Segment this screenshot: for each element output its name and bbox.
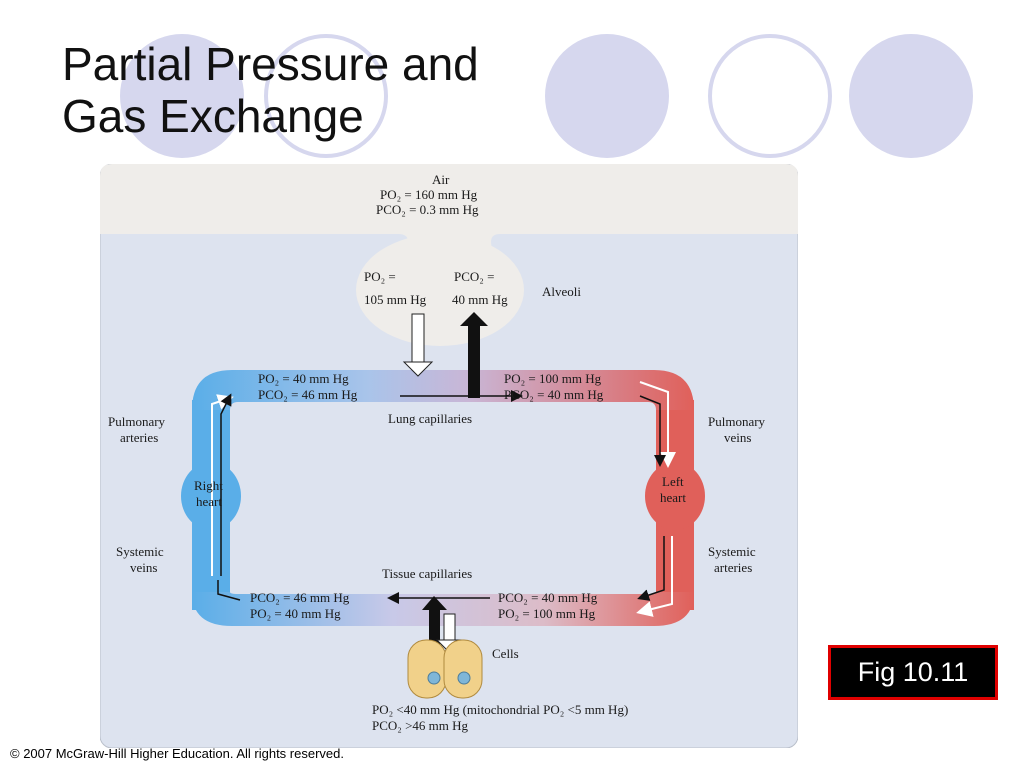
decorative-circle-3 [849, 34, 973, 158]
lung-capillaries-band [192, 370, 694, 410]
right-heart-line1: Right [194, 478, 223, 493]
alveoli-sac [356, 234, 524, 346]
tissue-right-po2: PO₂ = 100 mm Hg [498, 606, 596, 621]
copyright-notice: © 2007 McGraw-Hill Higher Education. All… [10, 746, 344, 761]
tissue-left-pco2: PCO₂ = 46 mm Hg [250, 590, 350, 605]
systemic-veins-line2: veins [130, 560, 157, 575]
cells-illustration [407, 639, 483, 699]
right-heart-line2: heart [196, 494, 222, 509]
left-heart [645, 462, 705, 530]
decorative-ring-2 [708, 34, 832, 158]
alveoli-label: Alveoli [542, 284, 581, 299]
decorative-circle-1 [120, 34, 244, 158]
pulmonary-arteries-line1: Pulmonary [108, 414, 166, 429]
lung-capillaries-label: Lung capillaries [388, 411, 472, 426]
air-region [100, 164, 798, 264]
pulmonary-arteries-line2: arteries [120, 430, 158, 445]
pulmonary-veins-line1: Pulmonary [708, 414, 766, 429]
tissue-co2-arrow [422, 596, 447, 652]
pulmonary-veins-line2: veins [724, 430, 751, 445]
left-heart-line1: Left [662, 474, 684, 489]
air-po2: PO₂ = 160 mm Hg [380, 187, 478, 202]
decorative-circle-2 [545, 34, 669, 158]
lung-left-pco2: PCO₂ = 46 mm Hg [258, 387, 358, 402]
tissue-capillaries-label: Tissue capillaries [382, 566, 472, 581]
lung-right-pco2: PCO₂ = 40 mm Hg [504, 387, 604, 402]
cells-pco2: PCO₂ >46 mm Hg [372, 718, 469, 733]
decorative-ring-1 [264, 34, 388, 158]
slide-title: Partial Pressure and Gas Exchange [62, 38, 479, 142]
tissue-right-pco2: PCO₂ = 40 mm Hg [498, 590, 598, 605]
alveoli-co2-arrow [460, 312, 488, 398]
air-pco2: PCO₂ = 0.3 mm Hg [376, 202, 479, 217]
figure-label-text: Fig 10.11 [857, 657, 969, 687]
systemic-arteries-line2: arteries [714, 560, 752, 575]
cells-label: Cells [492, 646, 519, 661]
tissue-left-po2: PO₂ = 40 mm Hg [250, 606, 341, 621]
lung-right-po2: PO₂ = 100 mm Hg [504, 371, 602, 386]
systemic-arteries-line1: Systemic [708, 544, 756, 559]
alveoli-pco2-label: PCO₂ = [454, 269, 494, 284]
cells-po2: PO₂ <40 mm Hg (mitochondrial PO₂ <5 mm H… [372, 702, 628, 717]
systemic-veins-line1: Systemic [116, 544, 164, 559]
left-heart-line2: heart [660, 490, 686, 505]
gas-exchange-diagram: Air PO₂ = 160 mm Hg PCO₂ = 0.3 mm Hg PO₂… [99, 163, 799, 749]
flow-arrows [211, 381, 676, 617]
alveoli-pco2-value: 40 mm Hg [452, 292, 508, 307]
alveoli-po2-value: 105 mm Hg [364, 292, 427, 307]
alveoli-o2-arrow [402, 313, 434, 377]
lung-left-po2: PO₂ = 40 mm Hg [258, 371, 349, 386]
figure-label-badge: Fig 10.11 [828, 645, 998, 700]
alveoli-po2-label: PO₂ = [364, 269, 396, 284]
air-title: Air [432, 172, 450, 187]
